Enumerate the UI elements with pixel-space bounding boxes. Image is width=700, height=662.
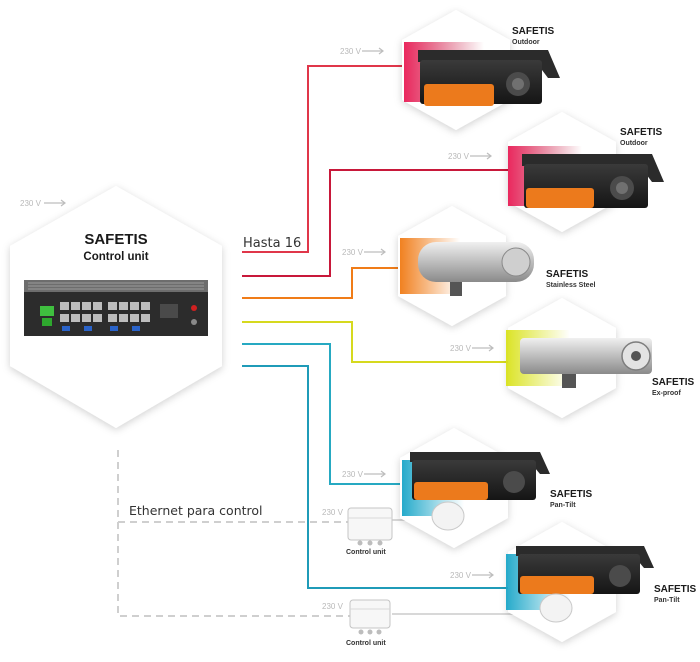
camera-voltage: 230 V (342, 248, 364, 257)
camera-voltage: 230 V (448, 152, 470, 161)
junction-box-icon (350, 600, 390, 635)
camera-voltage: 230 V (342, 470, 364, 479)
control-unit-subtitle: Control unit (83, 251, 148, 263)
junction-box-label: Control unit (346, 549, 386, 556)
line-camera-1 (242, 66, 412, 252)
junction-box-icon (348, 508, 392, 546)
junction-box-node-2[interactable]: 230 V Control unit (322, 600, 390, 647)
outdoor-camera-icon (522, 154, 664, 208)
outdoor-camera-icon (418, 50, 560, 106)
camera-title: SAFETIS (620, 127, 663, 138)
camera-subtitle: Outdoor (512, 39, 540, 46)
control-unit-node[interactable]: SAFETIS Control unit (10, 186, 222, 428)
control-unit-title: SAFETIS (84, 231, 147, 248)
camera-title: SAFETIS (654, 584, 697, 595)
camera-node-outdoor-1[interactable]: SAFETIS Outdoor 230 V (340, 10, 560, 130)
junction-box-voltage: 230 V (322, 602, 344, 611)
camera-voltage: 230 V (450, 344, 472, 353)
junction-box-voltage: 230 V (322, 508, 344, 517)
control-unit-voltage: 230 V (20, 199, 42, 208)
junction-box-label: Control unit (346, 640, 386, 647)
camera-node-outdoor-2[interactable]: SAFETIS Outdoor 230 V (448, 112, 664, 232)
camera-voltage: 230 V (340, 47, 362, 56)
camera-title: SAFETIS (512, 26, 555, 37)
camera-title: SAFETIS (550, 489, 593, 500)
camera-node-exproof[interactable]: SAFETIS Ex-proof 230 V (450, 298, 695, 418)
camera-subtitle: Ex-proof (652, 390, 681, 397)
camera-node-pantilt-2[interactable]: SAFETIS Pan-Tilt 230 V (450, 522, 697, 642)
camera-voltage: 230 V (450, 571, 472, 580)
camera-subtitle: Pan-Tilt (550, 502, 576, 509)
control-unit-supply: 230 V (20, 199, 65, 208)
junction-box-node-1[interactable]: 230 V Control unit (322, 508, 392, 556)
camera-title: SAFETIS (546, 269, 589, 280)
hasta-label: Hasta 16 (243, 236, 301, 251)
camera-title: SAFETIS (652, 377, 695, 388)
industrial-pc-icon (24, 280, 208, 336)
line-camera-3 (242, 268, 408, 298)
camera-subtitle: Outdoor (620, 140, 648, 147)
camera-subtitle: Stainless Steel (546, 282, 595, 289)
ethernet-label: Ethernet para control (129, 503, 263, 518)
line-camera-4 (242, 322, 512, 362)
line-ethernet-2 (118, 522, 352, 616)
camera-subtitle: Pan-Tilt (654, 597, 680, 604)
